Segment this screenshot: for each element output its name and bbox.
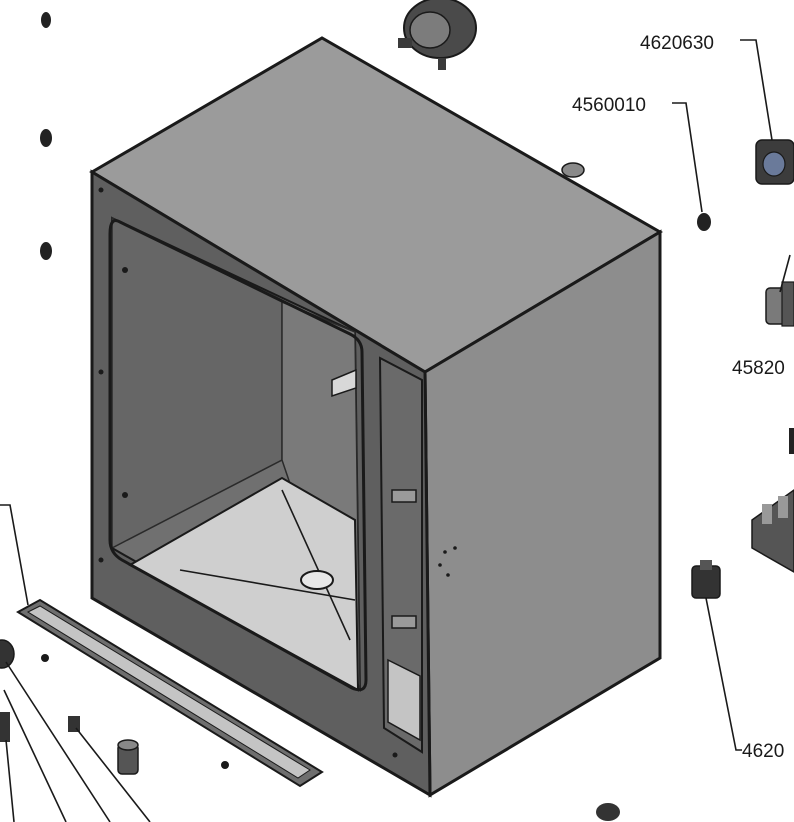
screw-part: [40, 242, 52, 260]
part-number-label: 4620: [742, 741, 784, 762]
part-number-label: 4560010: [572, 95, 646, 116]
bracket-part: [789, 428, 794, 454]
part-number-label: 4620630: [640, 33, 714, 54]
bottom-fitting: [596, 803, 620, 821]
floor-drain: [300, 570, 334, 590]
switch-part: [691, 560, 721, 599]
frame-screw: [98, 187, 104, 193]
part-number-label: 45820: [732, 358, 785, 379]
screw-part: [40, 129, 52, 147]
pressure-switch-part: [755, 139, 794, 185]
fan-motor: [398, 0, 477, 70]
foot-part: [117, 739, 139, 775]
leader-line: [779, 254, 791, 293]
side-hole: [438, 563, 442, 567]
side-hole: [443, 550, 447, 554]
hinge-channel: [378, 356, 423, 754]
floor-rib: [179, 569, 356, 601]
frame-screw: [98, 557, 104, 563]
connector-part: [0, 712, 10, 742]
leader-line: [0, 504, 29, 606]
floor-rib: [281, 489, 351, 641]
grommet-part: [697, 213, 711, 231]
hinge-slot: [391, 489, 417, 503]
drip-rail: [16, 598, 324, 788]
cabinet: [89, 36, 663, 798]
leader-line: [3, 689, 67, 822]
lower-side-panel: [387, 658, 421, 742]
shelf-bracket: [331, 368, 357, 398]
leader-line: [672, 102, 703, 213]
leader-line: [75, 727, 151, 822]
hinge-slot: [391, 615, 417, 629]
side-hole: [453, 546, 457, 550]
leader-line: [5, 739, 15, 822]
round-knob-part: [0, 639, 15, 669]
side-hole: [446, 573, 450, 577]
screw-part: [41, 12, 51, 28]
frame-screw: [122, 492, 128, 498]
frame-screw: [392, 752, 398, 758]
door-opening-outline: [108, 219, 368, 692]
top-fitting: [561, 162, 585, 178]
control-board-part: [751, 489, 794, 573]
frame-screw: [122, 267, 128, 273]
capacitor-part: [765, 281, 794, 327]
leader-line: [740, 39, 773, 141]
frame-screw: [98, 369, 104, 375]
leader-line: [5, 661, 111, 822]
leader-line: [705, 597, 742, 751]
